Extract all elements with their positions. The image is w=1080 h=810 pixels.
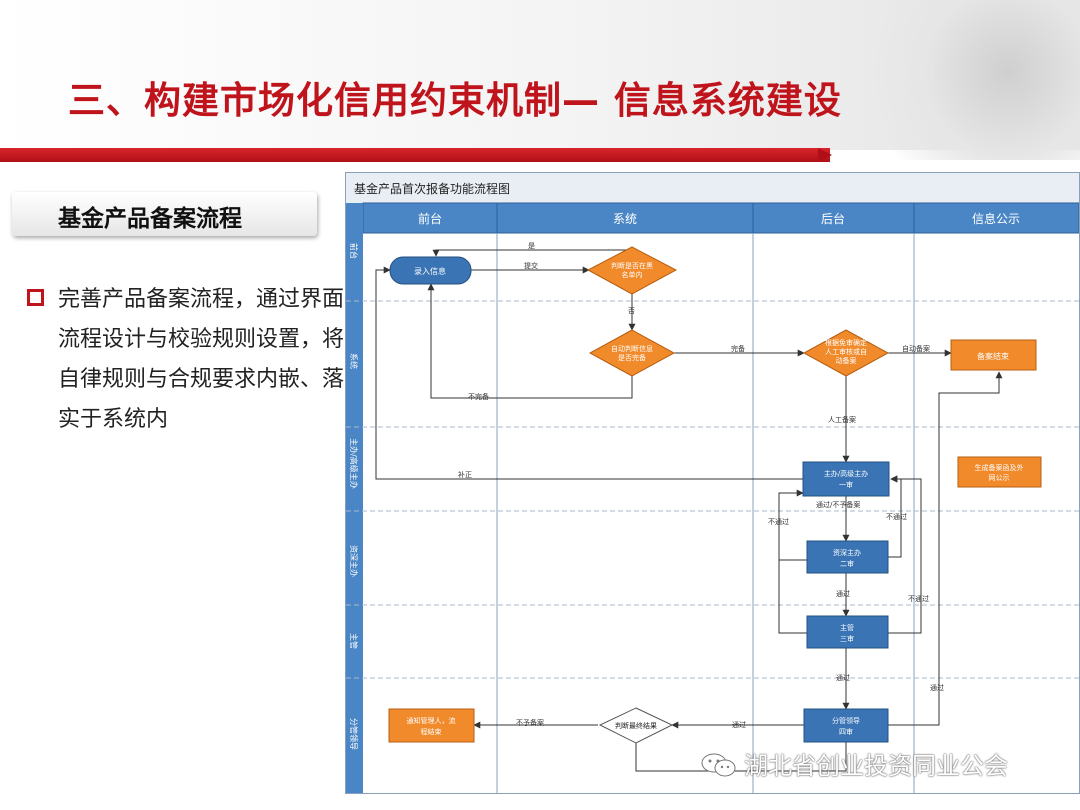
- node-blacklist-label-1: 判断是否在黑: [611, 261, 653, 270]
- node-blacklist-label-2: 名单内: [622, 270, 643, 279]
- node-auto-check-label-2: 是否完备: [618, 353, 646, 362]
- node-exempt-check: [802, 329, 890, 377]
- column-header-frontdesk: [362, 202, 498, 234]
- wechat-icon: [701, 753, 736, 777]
- edge-label-correct: 补正: [458, 470, 472, 479]
- slide-title: 三、构建市场化信用约束机制— 信息系统建设: [68, 79, 842, 122]
- node-filing-done: [950, 339, 1037, 371]
- title-underline-bar: [0, 148, 830, 162]
- flow-connectors: [375, 247, 1003, 772]
- edge-label-not-pass-1: 不通过: [768, 517, 789, 526]
- node-final-judge: [598, 707, 674, 744]
- row-label-system: 系统: [349, 353, 359, 369]
- edge-label-submit: 提交: [524, 261, 538, 270]
- edge-label-auto-filing: 自动备案: [902, 344, 930, 353]
- decorative-seal-image: [840, 0, 1080, 160]
- row-label-reviewer1: 主办/高级主办: [349, 438, 359, 489]
- flowchart-svg: 基金产品首次报备功能流程图 前台 系统 后台 信息公示 前台 系统 主办/高级主…: [346, 173, 1080, 793]
- node-final-judge-label: 判断最终结果: [615, 721, 657, 730]
- row-label-frontdesk: 前台: [349, 243, 359, 259]
- node-review-1-label-1: 主办/高级主办: [824, 469, 868, 478]
- column-label-frontdesk: 前台: [418, 211, 442, 226]
- edge-label-not-pass-3: 不通过: [908, 594, 929, 603]
- node-blacklist-check: [586, 246, 678, 295]
- edge-label-reject: 不予备案: [516, 718, 544, 727]
- node-review-2-label-2: 二审: [840, 559, 854, 568]
- node-notify-label-1: 通知管理人，流: [407, 716, 456, 725]
- row-label-manager: 主管: [349, 633, 359, 649]
- watermark-text: 湖北省创业投资同业公会: [744, 752, 1008, 780]
- bullet-text: 完善产品备案流程，通过界面流程设计与校验规则设置，将自律规则与合规要求内嵌、落实…: [58, 287, 345, 432]
- node-review-3-label-1: 主管: [840, 623, 854, 632]
- node-review-4-label-2: 四审: [839, 727, 853, 736]
- column-separators: [496, 233, 915, 793]
- edge-label-pass-1: 通过: [836, 589, 850, 598]
- title-bar-arrow-tip: [818, 148, 832, 162]
- edge-label-manual-filing: 人工备案: [828, 415, 856, 424]
- node-exempt-label-1: 根据免审确定: [825, 338, 867, 347]
- column-label-system: 系统: [613, 212, 637, 226]
- column-header-disclosure: [913, 202, 1080, 234]
- edge-label-incomplete: 不完备: [468, 392, 489, 401]
- node-review-2: [806, 540, 889, 574]
- row-header-strip: [346, 203, 363, 793]
- node-review-4-label-1: 分管领导: [832, 716, 860, 725]
- node-review-3-label-2: 三审: [840, 634, 854, 643]
- edge-label-pass-2: 通过: [836, 673, 850, 682]
- row-separators: [346, 300, 1079, 679]
- node-generate-notice: [957, 456, 1042, 488]
- node-enter-info-label: 录入信息: [414, 266, 446, 276]
- node-generate-notice-label-2: 网公示: [989, 474, 1010, 482]
- node-notify-label-2: 程结束: [421, 727, 442, 736]
- node-review-1-label-2: 一审: [839, 480, 853, 489]
- flowchart-title-band: [346, 173, 1079, 203]
- node-exempt-label-2: 人工审核或自: [825, 347, 867, 356]
- column-label-backoffice: 后台: [821, 211, 845, 226]
- row-label-leader: 分管领导: [349, 718, 359, 750]
- section-tab: 基金产品备案流程: [12, 192, 317, 236]
- node-filing-done-label: 备案结束: [977, 351, 1009, 361]
- edge-label-complete: 完备: [731, 344, 745, 353]
- edge-label-pass-4: 通过: [732, 720, 746, 729]
- node-review-4: [803, 708, 889, 743]
- node-auto-check: [588, 329, 676, 377]
- node-review-2-label-1: 资深主办: [833, 548, 861, 557]
- edge-label-not-pass-2: 不通过: [886, 512, 907, 521]
- flowchart-frame: 基金产品首次报备功能流程图 前台 系统 后台 信息公示 前台 系统 主办/高级主…: [345, 172, 1080, 794]
- edge-label-pass-or-reject: 通过/不予备案: [816, 500, 860, 509]
- node-generate-notice-label-1: 生成备案函及外: [975, 463, 1024, 472]
- bullet-square-icon: [27, 289, 44, 306]
- section-tab-label: 基金产品备案流程: [58, 206, 242, 232]
- node-review-1: [802, 461, 890, 497]
- column-label-disclosure: 信息公示: [972, 211, 1020, 226]
- flowchart-title: 基金产品首次报备功能流程图: [354, 181, 510, 196]
- node-enter-info: [389, 256, 472, 285]
- edge-label-pass-3: 通过: [930, 683, 944, 692]
- edge-label-yes: 是: [528, 242, 535, 250]
- edge-label-no: 否: [628, 307, 635, 315]
- node-exempt-label-3: 动备案: [836, 356, 857, 365]
- node-notify-manager: [388, 708, 475, 743]
- node-auto-check-label-1: 自动判断信息: [611, 344, 653, 353]
- row-label-reviewer2: 资深主办: [349, 545, 359, 577]
- node-review-3: [806, 615, 889, 649]
